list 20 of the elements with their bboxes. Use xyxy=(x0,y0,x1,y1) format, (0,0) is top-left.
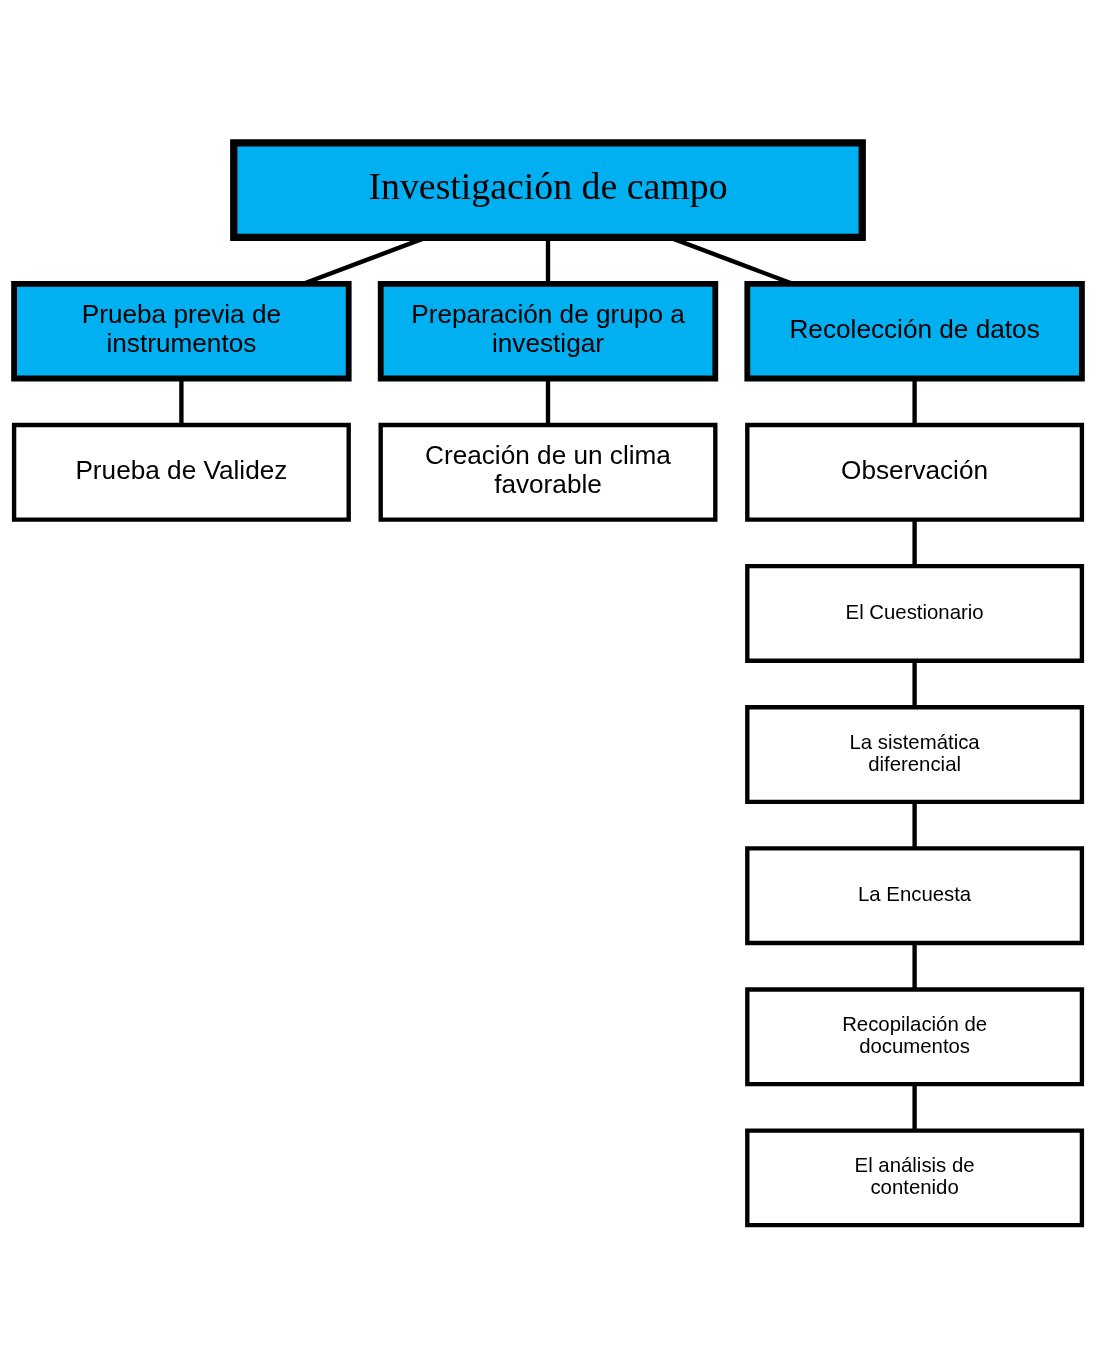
node-box: La Encuesta xyxy=(745,846,1085,946)
connector xyxy=(912,660,917,707)
connector xyxy=(912,378,917,425)
connector xyxy=(912,802,917,848)
node-box: Creación de un clima favorable xyxy=(378,422,718,522)
node-box: Prueba previa de instrumentos xyxy=(11,281,352,382)
node-box: Prueba de Validez xyxy=(11,422,351,522)
node-box: Recopilación de documentos xyxy=(745,987,1085,1087)
node-box: Preparación de grupo a investigar xyxy=(377,281,719,382)
node-box: Investigación de campo xyxy=(230,139,866,241)
connector xyxy=(179,378,184,425)
node-box: Observación xyxy=(745,422,1085,522)
node-box: La sistemática diferencial xyxy=(745,705,1085,804)
node-box: El análisis de contenido xyxy=(745,1128,1085,1228)
connector xyxy=(912,943,917,990)
node-box: El Cuestionario xyxy=(745,564,1085,663)
connector xyxy=(545,378,551,425)
connector xyxy=(912,1084,917,1131)
connector xyxy=(912,519,917,566)
node-box: Recolección de datos xyxy=(744,281,1085,382)
